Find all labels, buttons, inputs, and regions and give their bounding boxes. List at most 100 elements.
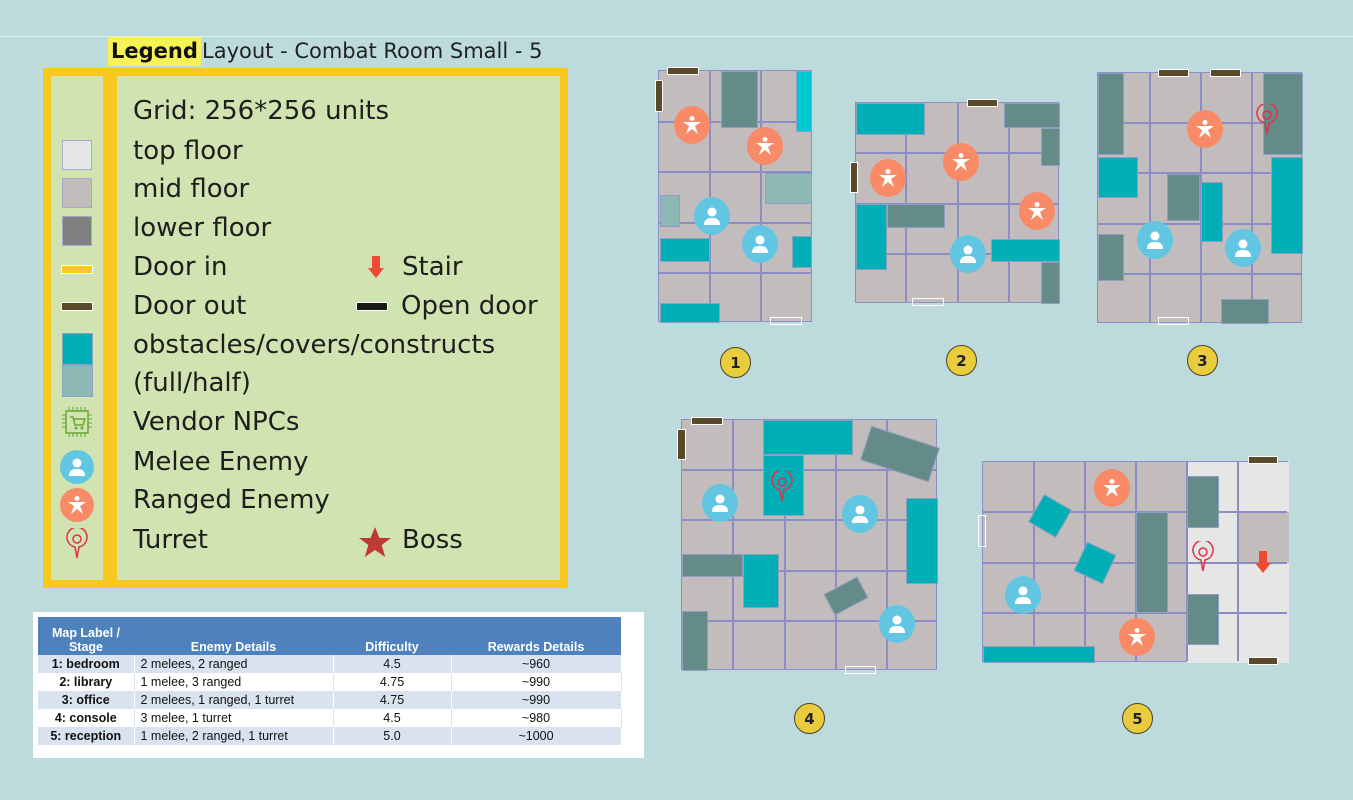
legend-label: Door out [133, 291, 247, 321]
cell-rewards: ~1000 [451, 727, 622, 745]
turret-pin-icon [769, 469, 795, 507]
cell-rewards: ~980 [451, 709, 622, 727]
cell-stage: 2: library [38, 673, 135, 691]
door-in [1158, 317, 1189, 325]
cell-enemy: 1 melee, 2 ranged, 1 turret [134, 727, 334, 745]
grid-line [659, 272, 811, 274]
ranged-enemy-icon [943, 143, 979, 181]
melee-enemy-icon [702, 484, 738, 522]
turret-pin-icon [1254, 102, 1280, 140]
door-in [978, 515, 986, 547]
grid-line [682, 519, 936, 521]
grid-line [1098, 172, 1301, 174]
ranged-enemy-icon [1019, 192, 1055, 230]
melee-enemy-icon [1225, 229, 1261, 267]
cell-stage: 4: console [38, 709, 135, 727]
door-in [845, 666, 876, 674]
obstacle [1004, 103, 1060, 128]
rotated-obstacle [823, 576, 869, 616]
obstacle [906, 498, 938, 584]
obstacle [1136, 512, 1168, 613]
map-4 [681, 419, 940, 671]
ranged-enemy-icon [60, 488, 94, 522]
obstacle [1221, 299, 1269, 324]
cell-stage: 5: reception [38, 727, 135, 745]
obstacle [1187, 594, 1219, 645]
melee-enemy-icon [879, 605, 915, 643]
melee-enemy-icon [842, 495, 878, 533]
obstacle [743, 554, 779, 608]
open-door-swatch [356, 302, 388, 311]
obstacle [763, 420, 853, 455]
obstacle [1167, 174, 1200, 221]
grid-line [682, 570, 936, 572]
shopping-cart-chip-icon [62, 407, 92, 437]
door-out [967, 99, 998, 107]
grid-line [682, 620, 936, 622]
obstacle [887, 204, 945, 228]
grid-line [1251, 73, 1253, 322]
half-obstacle-swatch [62, 365, 93, 397]
obstacle [682, 554, 743, 577]
ranged-enemy-icon [674, 106, 710, 144]
legend-label: Door in [133, 252, 228, 282]
cell-difficulty: 4.5 [333, 709, 452, 727]
lower-floor-swatch [62, 216, 92, 246]
ranged-enemy-icon [747, 127, 783, 165]
legend-label: Ranged Enemy [133, 485, 330, 515]
legend-boss-label: Boss [402, 525, 463, 555]
obstacle [856, 204, 887, 270]
turret-pin-icon [1190, 539, 1216, 577]
door-in [912, 298, 944, 306]
door-out [667, 67, 699, 75]
col-header-difficulty: Difficulty [333, 617, 451, 655]
melee-enemy-icon [742, 225, 778, 263]
legend-label: Vendor NPCs [133, 407, 300, 437]
col-header-enemy: Enemy Details [134, 617, 333, 655]
ranged-enemy-icon [1094, 469, 1130, 507]
cell-difficulty: 4.5 [333, 655, 452, 673]
legend-label: Melee Enemy [133, 447, 309, 477]
legend-grid: Grid: 256*256 units [133, 96, 390, 126]
legend-label: Turret [133, 525, 208, 555]
grid-line [732, 420, 734, 669]
door-out [1158, 69, 1189, 77]
col-header-rewards: Rewards Details [451, 617, 621, 655]
col-header-stage: Map Label / Stage [38, 617, 134, 655]
cell-enemy: 2 melees, 1 ranged, 1 turret [134, 691, 334, 709]
grid-line [886, 420, 888, 669]
stair-arrow-icon [368, 256, 384, 278]
melee-enemy-icon [694, 197, 730, 235]
obstacle [682, 611, 708, 671]
obstacle [1098, 73, 1124, 155]
cell-enemy: 3 melee, 1 turret [134, 709, 334, 727]
door-out [655, 80, 663, 112]
cell-rewards: ~960 [451, 655, 622, 673]
door-out [1248, 456, 1278, 464]
cell-stage: 1: bedroom [38, 655, 135, 673]
obstacle [792, 236, 812, 268]
page-title: Layout - Combat Room Small - 5 [202, 39, 543, 63]
grid-line [983, 562, 1287, 564]
half-cover [765, 173, 812, 204]
cell-stage: 3: office [38, 691, 135, 709]
map-number-badge: 2 [946, 345, 977, 376]
full-obstacle-swatch [62, 333, 93, 365]
map-1 [658, 70, 812, 323]
melee-enemy-icon [60, 450, 94, 484]
legend-tag: Legend [108, 37, 201, 66]
boss-star-icon [359, 527, 391, 557]
door-out [850, 162, 858, 193]
legend-label: (full/half) [133, 368, 251, 398]
grid-line [1149, 73, 1151, 322]
half-cover [660, 195, 680, 227]
grid-line [1098, 273, 1301, 275]
grid-line [659, 222, 811, 224]
obstacle [660, 238, 710, 262]
door-in [770, 317, 802, 325]
grid-line [856, 203, 1058, 205]
